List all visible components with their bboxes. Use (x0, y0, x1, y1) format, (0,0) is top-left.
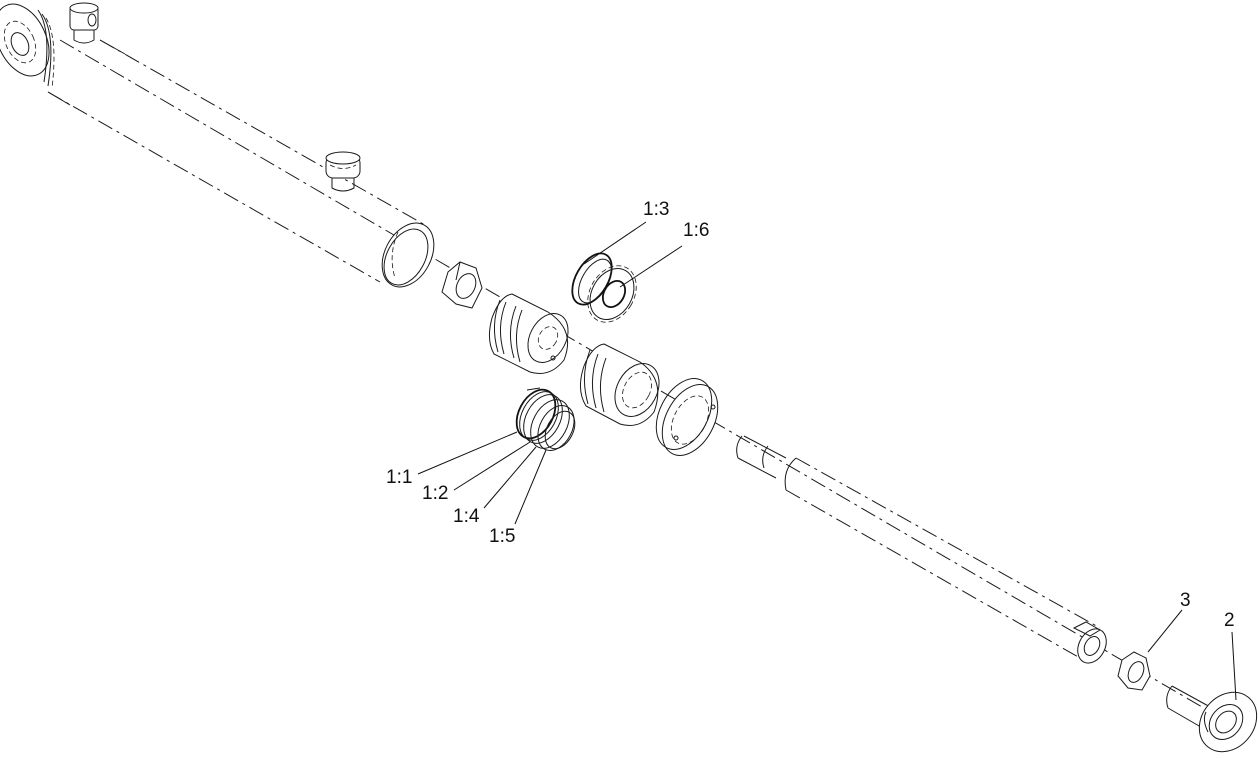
barrel-end-ring (381, 222, 435, 288)
callout-1-5: 1:5 (489, 526, 516, 547)
hex-lock-nut (441, 261, 483, 309)
jam-nut (1117, 651, 1151, 691)
rod-end-bearing (1166, 685, 1258, 753)
callout-1-1: 1:1 (386, 467, 413, 488)
callout-2: 2 (1224, 610, 1235, 631)
piston-rod (736, 435, 1107, 664)
seal-ring-1-3 (571, 252, 613, 306)
seal-1-6 (587, 265, 637, 323)
callout-1-2: 1:2 (422, 483, 449, 504)
clevis-end-mount (0, 3, 55, 89)
port-fitting-top (69, 2, 99, 44)
callout-1-3: 1:3 (643, 199, 670, 220)
cylinder-barrel (47, 39, 426, 283)
callout-3: 3 (1180, 590, 1191, 611)
piston (488, 293, 569, 374)
gland (580, 343, 660, 426)
callout-1-6: 1:6 (683, 220, 710, 241)
callout-1-4: 1:4 (453, 506, 480, 527)
callout-leaders (417, 221, 1237, 701)
retainer-washer (655, 378, 719, 456)
gland-seal-kit (515, 387, 576, 451)
port-fitting-mid (325, 151, 361, 192)
